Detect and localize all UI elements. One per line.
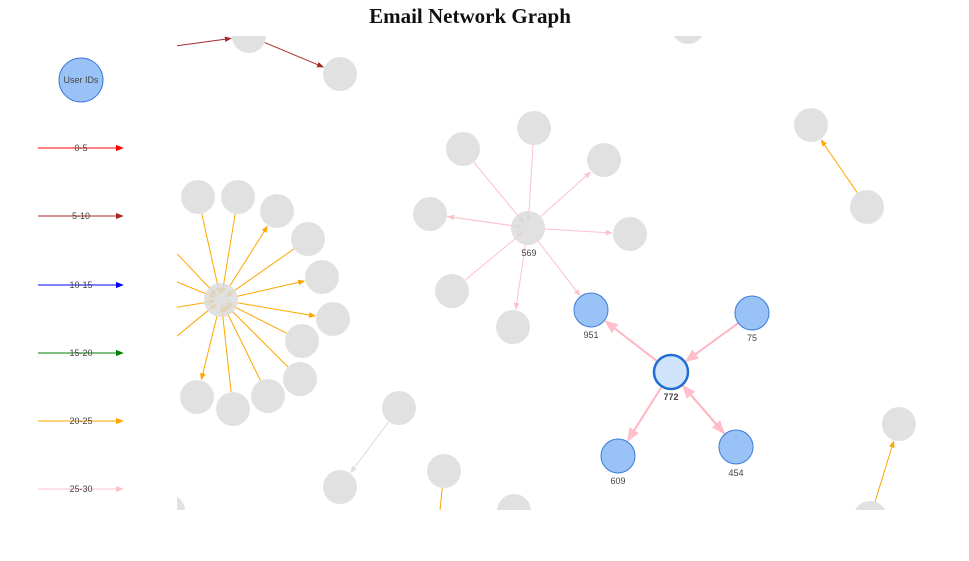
graph-node[interactable]	[204, 283, 238, 317]
graph-node-label: 75	[747, 333, 757, 343]
graph-edge	[223, 304, 261, 381]
graph-edge	[219, 305, 232, 393]
legend-range-5: 25-30	[38, 484, 124, 494]
graph-edge	[464, 231, 524, 281]
network-graph[interactable]: 569 951 75 772 609 454	[177, 36, 969, 510]
graph-edge	[544, 228, 613, 236]
graph-node[interactable]	[305, 260, 339, 294]
graph-edge	[537, 241, 581, 297]
legend-range-2: 10-15	[38, 280, 124, 290]
graph-node[interactable]	[216, 392, 250, 426]
graph-edge	[225, 248, 295, 297]
graph-node[interactable]	[587, 143, 621, 177]
graph-node-label: 569	[521, 248, 536, 258]
legend-range-0: 0-5	[38, 143, 124, 153]
graph-node[interactable]	[323, 57, 357, 91]
graph-node-labels: 569 951 75 772 609 454	[521, 248, 757, 486]
legend-node: User IDs	[58, 57, 104, 103]
graph-node-label: 609	[610, 476, 625, 486]
graph-node[interactable]	[573, 292, 609, 328]
graph-edge	[684, 322, 739, 363]
graph-edge	[473, 161, 525, 224]
graph-node-selected[interactable]	[652, 353, 690, 391]
graph-edge	[540, 171, 592, 218]
graph-node[interactable]	[221, 180, 255, 214]
graph-node[interactable]	[283, 362, 317, 396]
graph-node[interactable]	[316, 302, 350, 336]
graph-node[interactable]	[496, 310, 530, 344]
graph-edge	[229, 225, 268, 286]
graph-edge	[264, 42, 325, 68]
legend: User IDs 0-5 5-10 10-15 15-20 20-25 25-3…	[38, 57, 124, 494]
legend-range-1: 5-10	[38, 211, 124, 221]
graph-edges	[177, 36, 895, 510]
graph-edge	[604, 320, 659, 363]
graph-edge	[220, 213, 236, 295]
graph-edge	[201, 213, 222, 295]
legend-node-circle	[58, 57, 104, 103]
legend-range-label: 5-10	[72, 211, 90, 221]
graph-node[interactable]	[180, 380, 214, 414]
graph-node[interactable]	[291, 222, 325, 256]
graph-node[interactable]	[517, 111, 551, 145]
graph-node[interactable]	[882, 407, 916, 441]
graph-edge	[237, 279, 306, 297]
graph-node[interactable]	[251, 379, 285, 413]
graph-edge	[439, 487, 443, 510]
graph-edge	[225, 302, 288, 334]
graph-node[interactable]	[794, 108, 828, 142]
graph-node[interactable]	[260, 194, 294, 228]
graph-node[interactable]	[511, 211, 545, 245]
graph-edge	[874, 440, 895, 502]
graph-edge	[350, 421, 390, 474]
graph-node[interactable]	[285, 324, 319, 358]
graph-edge	[446, 215, 523, 230]
legend-range-label: 15-20	[69, 348, 92, 358]
graph-edge	[224, 303, 289, 368]
graph-edge	[200, 316, 218, 381]
graph-edge	[820, 139, 858, 194]
legend-range-label: 20-25	[69, 416, 92, 426]
graph-node[interactable]	[613, 217, 647, 251]
graph-node[interactable]	[232, 36, 266, 53]
graph-node-label: 772	[663, 392, 678, 402]
graph-edge	[626, 385, 663, 442]
graph-edge	[525, 144, 534, 223]
graph-edge	[237, 302, 316, 318]
graph-node-label: 951	[583, 330, 598, 340]
graph-node[interactable]	[323, 470, 357, 504]
graph-node[interactable]	[427, 454, 461, 488]
graph-node[interactable]	[850, 190, 884, 224]
graph-node[interactable]	[734, 295, 770, 331]
graph-edge	[681, 384, 726, 435]
graph-node[interactable]	[181, 180, 215, 214]
graph-node[interactable]	[435, 274, 469, 308]
graph-node[interactable]	[177, 494, 185, 510]
graph-edge	[177, 36, 232, 47]
legend-range-4: 20-25	[38, 416, 124, 426]
graph-node-label: 454	[728, 468, 743, 478]
graph-nodes	[177, 36, 916, 510]
graph-node[interactable]	[413, 197, 447, 231]
legend-range-3: 15-20	[38, 348, 124, 358]
legend-range-label: 10-15	[69, 280, 92, 290]
page-title: Email Network Graph	[369, 4, 571, 28]
legend-range-label: 25-30	[69, 484, 92, 494]
graph-edge	[177, 303, 217, 337]
graph-node[interactable]	[382, 391, 416, 425]
legend-range-label: 0-5	[74, 143, 87, 153]
graph-node[interactable]	[671, 36, 705, 44]
graph-node[interactable]	[718, 429, 754, 465]
graph-node[interactable]	[600, 438, 636, 474]
legend-node-label: User IDs	[63, 75, 99, 85]
graph-node[interactable]	[853, 501, 887, 510]
graph-edge	[177, 253, 218, 297]
graph-node[interactable]	[497, 494, 531, 510]
graph-node[interactable]	[446, 132, 480, 166]
graph-edge	[513, 244, 526, 310]
